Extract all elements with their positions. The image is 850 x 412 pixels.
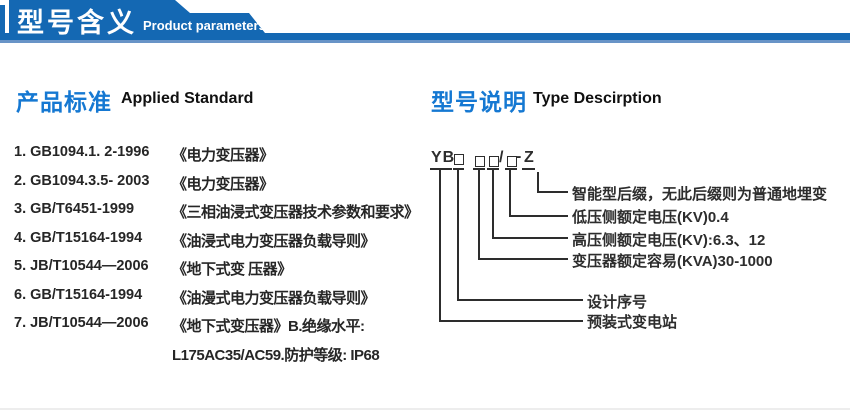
standard-item-continuation: L175AC35/AC59.防护等级: IP68 bbox=[14, 342, 450, 371]
underline-segment bbox=[522, 168, 535, 170]
model-dash: - bbox=[516, 148, 522, 165]
diagram-label-design-serial: 设计序号 bbox=[587, 294, 648, 311]
standard-item: 5. JB/T10544—2006 《地下式变 压器》 bbox=[14, 256, 450, 285]
applied-standard-heading-en: Applied Standard bbox=[121, 90, 254, 107]
leader-line-horizontal bbox=[537, 191, 568, 193]
leader-line-horizontal bbox=[478, 258, 568, 260]
page-title: 型号含义 bbox=[17, 8, 137, 38]
standards-list: 1. GB1094.1. 2-1996 《电力变压器》 2. GB1094.3.… bbox=[14, 142, 450, 370]
diagram-label-lv-voltage: 低压侧额定电压(KV)0.4 bbox=[572, 209, 729, 226]
standard-item: 7. JB/T10544—2006 《地下式变压器》B.绝缘水平: bbox=[14, 313, 450, 342]
model-box bbox=[454, 154, 464, 165]
leader-line-horizontal bbox=[492, 237, 568, 239]
standard-item: 6. GB/T15164-1994 《油漫式电力变压器负载导则》 bbox=[14, 285, 450, 314]
leader-line-vertical bbox=[537, 172, 539, 193]
type-description-heading-cn: 型号说明 bbox=[431, 89, 527, 115]
diagram-label-rated-capacity: 变压器额定容易(KVA)30-1000 bbox=[572, 253, 773, 270]
banner-left-sliver bbox=[0, 5, 5, 33]
banner-bottom-bar-light bbox=[0, 40, 850, 43]
model-prefix: YB bbox=[431, 149, 456, 166]
standard-code: 2. GB1094.3.5- 2003 bbox=[14, 172, 150, 189]
standard-code: 4. GB/T15164-1994 bbox=[14, 229, 143, 246]
standard-item: 4. GB/T15164-1994 《油浸式电力变压器负载导则》 bbox=[14, 228, 450, 257]
standard-code: 5. JB/T10544—2006 bbox=[14, 258, 149, 274]
leader-line-horizontal bbox=[439, 320, 583, 322]
standard-code: 1. GB1094.1. 2-1996 bbox=[14, 144, 150, 160]
bottom-divider bbox=[0, 408, 850, 410]
standard-item: 2. GB1094.3.5- 2003 《电力变压器》 bbox=[14, 171, 450, 200]
model-box bbox=[475, 156, 485, 167]
model-box bbox=[507, 156, 517, 167]
applied-standard-heading-cn: 产品标准 bbox=[16, 89, 112, 115]
standard-item: 3. GB/T6451-1999 《三相油浸式变压器技术参数和要求》 bbox=[14, 199, 450, 228]
model-box bbox=[489, 156, 499, 167]
page-subtitle: Product parameters bbox=[143, 18, 266, 33]
underline-segment bbox=[430, 168, 452, 170]
leader-line-vertical bbox=[492, 170, 494, 239]
standard-title: 《油漫式电力变压器负载导则》 bbox=[172, 289, 376, 307]
standard-code: 6. GB/T15164-1994 bbox=[14, 286, 143, 303]
diagram-label-hv-voltage: 高压侧额定电压(KV):6.3、12 bbox=[572, 232, 766, 249]
underline-segment bbox=[473, 168, 485, 170]
underline-segment bbox=[505, 168, 517, 170]
diagram-label-smart-suffix: 智能型后缀，无此后缀则为普通地埋变 bbox=[572, 186, 828, 203]
standard-code: 7. JB/T10544—2006 bbox=[14, 315, 149, 331]
leader-line-vertical bbox=[457, 169, 459, 301]
standard-code: 3. GB/T6451-1999 bbox=[14, 201, 135, 217]
standard-title: 《电力变压器》 bbox=[172, 175, 274, 193]
model-slash: / bbox=[499, 149, 504, 166]
standard-title: 《电力变压器》 bbox=[172, 147, 274, 164]
underline-segment bbox=[487, 168, 499, 170]
standard-title: 《地下式变压器》B.绝缘水平: bbox=[172, 318, 365, 335]
leader-line-horizontal bbox=[457, 299, 583, 301]
standard-title: 《油浸式电力变压器负载导则》 bbox=[172, 232, 376, 250]
standard-title-continuation: L175AC35/AC59.防护等级: IP68 bbox=[172, 346, 380, 364]
leader-line-vertical bbox=[478, 170, 480, 260]
standard-title: 《地下式变 压器》 bbox=[172, 261, 292, 278]
banner-bottom-bar bbox=[0, 33, 850, 40]
model-code-diagram: YB / - Z 智能型后缀，无此后缀则为普通地埋变 低压侧额定电压(KV)0.… bbox=[425, 140, 850, 345]
leader-line-vertical bbox=[439, 169, 441, 322]
diagram-label-prefab-substation: 预装式变电站 bbox=[587, 314, 678, 331]
standard-item: 1. GB1094.1. 2-1996 《电力变压器》 bbox=[14, 142, 450, 171]
model-suffix: Z bbox=[524, 149, 534, 166]
leader-line-vertical bbox=[509, 170, 511, 217]
leader-line-horizontal bbox=[509, 215, 568, 217]
standard-title: 《三相油浸式变压器技术参数和要求》 bbox=[172, 204, 419, 221]
type-description-heading-en: Type Descirption bbox=[533, 90, 662, 107]
